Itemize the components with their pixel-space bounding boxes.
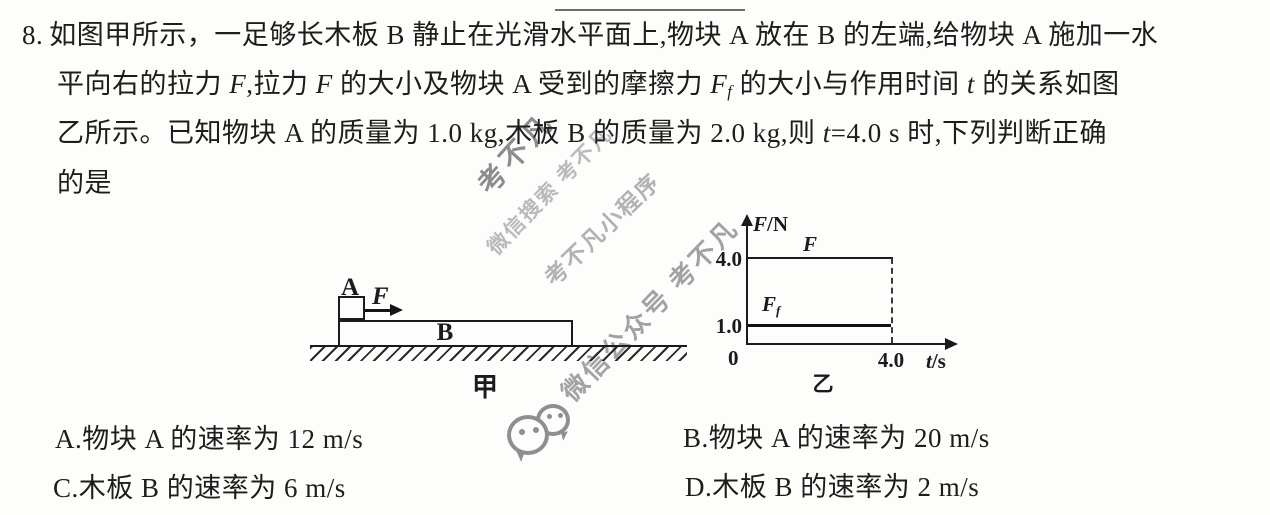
wechat-big-bubble — [507, 415, 549, 455]
option-d: D.木板 B 的速率为 2 m/s — [685, 472, 980, 502]
question-text-line3: 乙所示。已知物块 A 的质量为 1.0 kg,木板 B 的质量为 2.0 kg,… — [57, 118, 1108, 148]
block-a — [338, 296, 365, 320]
wechat-eye-dot — [533, 427, 539, 433]
force-arrow-head — [390, 304, 403, 316]
figure-jia-caption: 甲 — [472, 373, 499, 402]
option-a: A.物块 A 的速率为 12 m/s — [55, 424, 364, 454]
wechat-eye-dot — [519, 429, 525, 435]
figure-yi-caption: 乙 — [812, 372, 834, 396]
option-c: C.木板 B 的速率为 6 m/s — [53, 473, 346, 503]
wechat-logo-icon — [506, 402, 572, 464]
y-tick-4: 4.0 — [715, 247, 742, 271]
force-f-series-label: F — [803, 232, 818, 256]
force-f-series-line — [748, 257, 893, 259]
y-tick-1: 1.0 — [715, 314, 742, 338]
question-line1-text: 如图甲所示，一足够长木板 B 静止在光滑水平面上,物块 A 放在 B 的左端,给… — [49, 20, 1159, 50]
scan-artifact-line — [555, 9, 745, 11]
y-axis — [746, 222, 748, 345]
wechat-eye-dot — [558, 413, 563, 418]
wechat-eye-dot — [547, 414, 552, 419]
friction-ff-series-line — [748, 324, 891, 327]
x-axis — [746, 343, 947, 345]
y-axis-arrow-icon — [741, 214, 753, 226]
question-text-line4: 的是 — [57, 168, 112, 198]
question-text-line1: 8.如图甲所示，一足够长木板 B 静止在光滑水平面上,物块 A 放在 B 的左端… — [22, 13, 1158, 52]
figure-jia-diagram: A F B 甲 — [310, 274, 695, 405]
ground-hatching — [310, 345, 687, 361]
origin-tick: 0 — [728, 346, 739, 370]
question-text-line2: 平向右的拉力 F,拉力 F 的大小及物块 A 受到的摩擦力 Ff 的大小与作用时… — [57, 69, 1120, 101]
y-axis-label: F/N — [753, 212, 789, 236]
friction-ff-series-label: Ff — [762, 292, 781, 318]
plank-b-label: B — [436, 319, 454, 346]
dashed-guide-line — [891, 258, 893, 343]
block-a-label: A — [341, 274, 360, 301]
watermark-mini-program: 考不凡小程序 — [540, 168, 666, 291]
x-axis-label: t/s — [926, 349, 946, 373]
option-b: B.物块 A 的速率为 20 m/s — [683, 423, 990, 453]
x-tick-4: 4.0 — [877, 348, 905, 372]
force-arrow-shaft — [365, 309, 391, 312]
x-axis-arrow-icon — [945, 338, 958, 350]
figure-yi-graph: F/N F Ff 4.0 1.0 0 4.0 t/s 乙 — [700, 210, 975, 405]
force-f-label: F — [372, 283, 389, 310]
question-number: 8. — [22, 20, 44, 50]
